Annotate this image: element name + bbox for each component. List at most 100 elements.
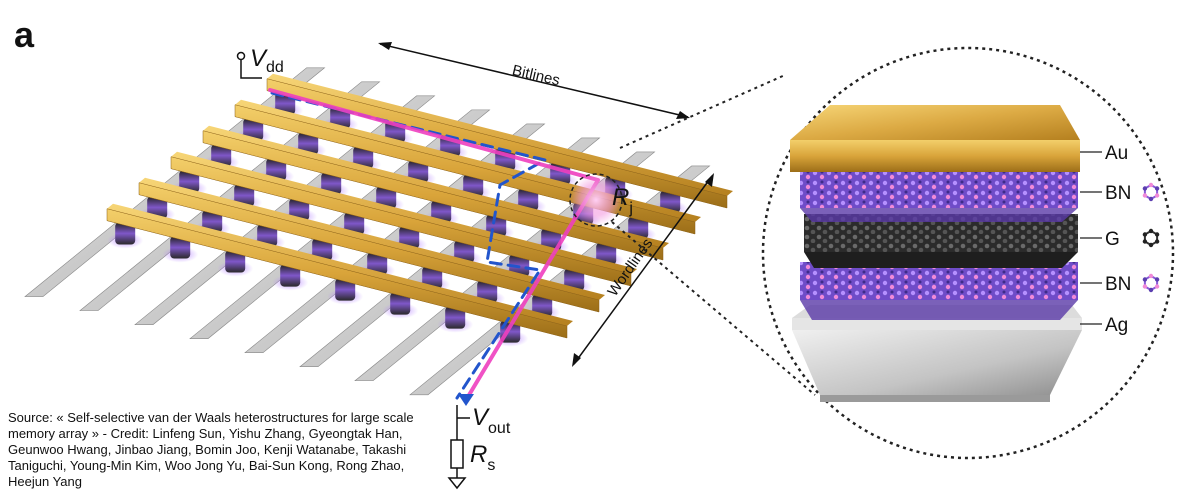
hexagon-atom [1142,277,1148,282]
memory-cell [596,242,617,265]
hexagon-atom [1148,273,1154,279]
memory-cell [179,170,200,193]
gold-top-electrode-top [267,73,733,197]
memory-cell [280,264,301,287]
hexagon-atom [1148,242,1154,248]
memory-cell [243,118,264,141]
zoom-connector-bottom [611,221,816,396]
wordlines-arrowhead-bottom-icon [572,353,581,367]
rj-label: Rj [612,184,633,217]
memory-cell [266,158,287,181]
memory-cell [408,160,429,183]
memory-cell [454,240,475,263]
stack-label-au: Au [1105,143,1128,164]
ground-icon [447,477,467,490]
hexagon-atom [1154,239,1160,244]
selected-cell-marker [569,173,623,227]
memory-cell [115,222,136,245]
bitlines-label: Bitlines [511,62,562,89]
gold-top-electrode-top [203,125,669,249]
memory-cell [289,198,310,221]
hexagon-atom [1154,284,1160,289]
vout-label: Vout [472,404,511,437]
gold-top-electrode [106,208,568,339]
stack-label-bn: BN [1105,183,1131,204]
memory-cell [298,132,319,155]
memory-cell [628,216,649,239]
hexagon-atom [1142,239,1148,244]
hexagon-atom [1142,232,1148,237]
bn-layer-lower [800,262,1078,320]
memory-cell [321,172,342,195]
hexagon-atom [1142,193,1148,198]
memory-cell [399,226,420,249]
memory-cell [312,238,333,261]
memory-cell [390,292,411,315]
hexagon-atom [1142,284,1148,289]
wordlines-arrowhead-top-icon [705,173,714,187]
memory-cell [518,188,539,211]
hexagon-atom [1154,277,1160,282]
memory-cell [463,174,484,197]
memory-cell [202,210,223,233]
gold-top-electrode-top [139,177,605,301]
stack-label-ag: Ag [1105,315,1128,336]
bn-layer-upper [800,170,1078,222]
memory-cell [431,200,452,223]
memory-cell [147,196,168,219]
memory-cell [445,306,466,329]
memory-cell [234,184,255,207]
memory-cell [344,212,365,235]
hexagon-atom [1148,228,1154,234]
vdd-wire [240,60,262,79]
memory-cell [367,252,388,275]
selected-cell-glow [570,174,622,226]
memory-cell [376,186,397,209]
selected-path-arrow-icon [458,394,474,406]
hexagon-atom [1154,186,1160,191]
memory-cell [353,146,374,169]
memory-cell [211,144,232,167]
memory-cell [225,250,246,273]
vdd-terminal-icon [236,51,246,61]
bitlines-arrowhead-right-icon [676,111,690,119]
rs-label: Rs [470,441,495,474]
zoom-connector-top [619,74,786,149]
sneak-current-path [270,91,550,400]
source-credit: Source: « Self-selective van der Waals h… [8,410,414,489]
gold-top-electrode [138,182,600,313]
panel-label: a [14,14,35,55]
hexagon-atom [1148,182,1154,188]
memory-cell [422,266,443,289]
memory-cell [564,268,585,291]
gold-top-electrode-top [107,203,573,327]
bitlines-arrowhead-left-icon [378,42,392,50]
hexagon-atom [1154,232,1160,237]
bitlines-arrow [379,43,689,118]
hexagon-atom [1142,186,1148,191]
rs-resistor-icon [450,439,464,469]
top-electrode-lines [106,73,733,339]
memory-cell [532,294,553,317]
gold-top-electrode [266,78,728,209]
stack-label-g: G [1105,229,1120,250]
vdd-label: Vdd [250,45,284,76]
memory-cell [660,190,681,213]
au-layer [790,105,1080,172]
hexagon-atom [1148,196,1154,202]
graphene-layer [804,214,1078,268]
wordlines-arrow [573,175,713,365]
stack-label-bn: BN [1105,274,1131,295]
memory-cell [257,224,278,247]
memory-cell [541,228,562,251]
memory-cell [477,280,498,303]
memory-cell [335,278,356,301]
gold-top-electrode [202,130,664,261]
memory-cell [170,236,191,259]
hexagon-atom [1148,287,1154,293]
gold-top-electrode-top [171,151,637,275]
hexagon-atom [1154,193,1160,198]
